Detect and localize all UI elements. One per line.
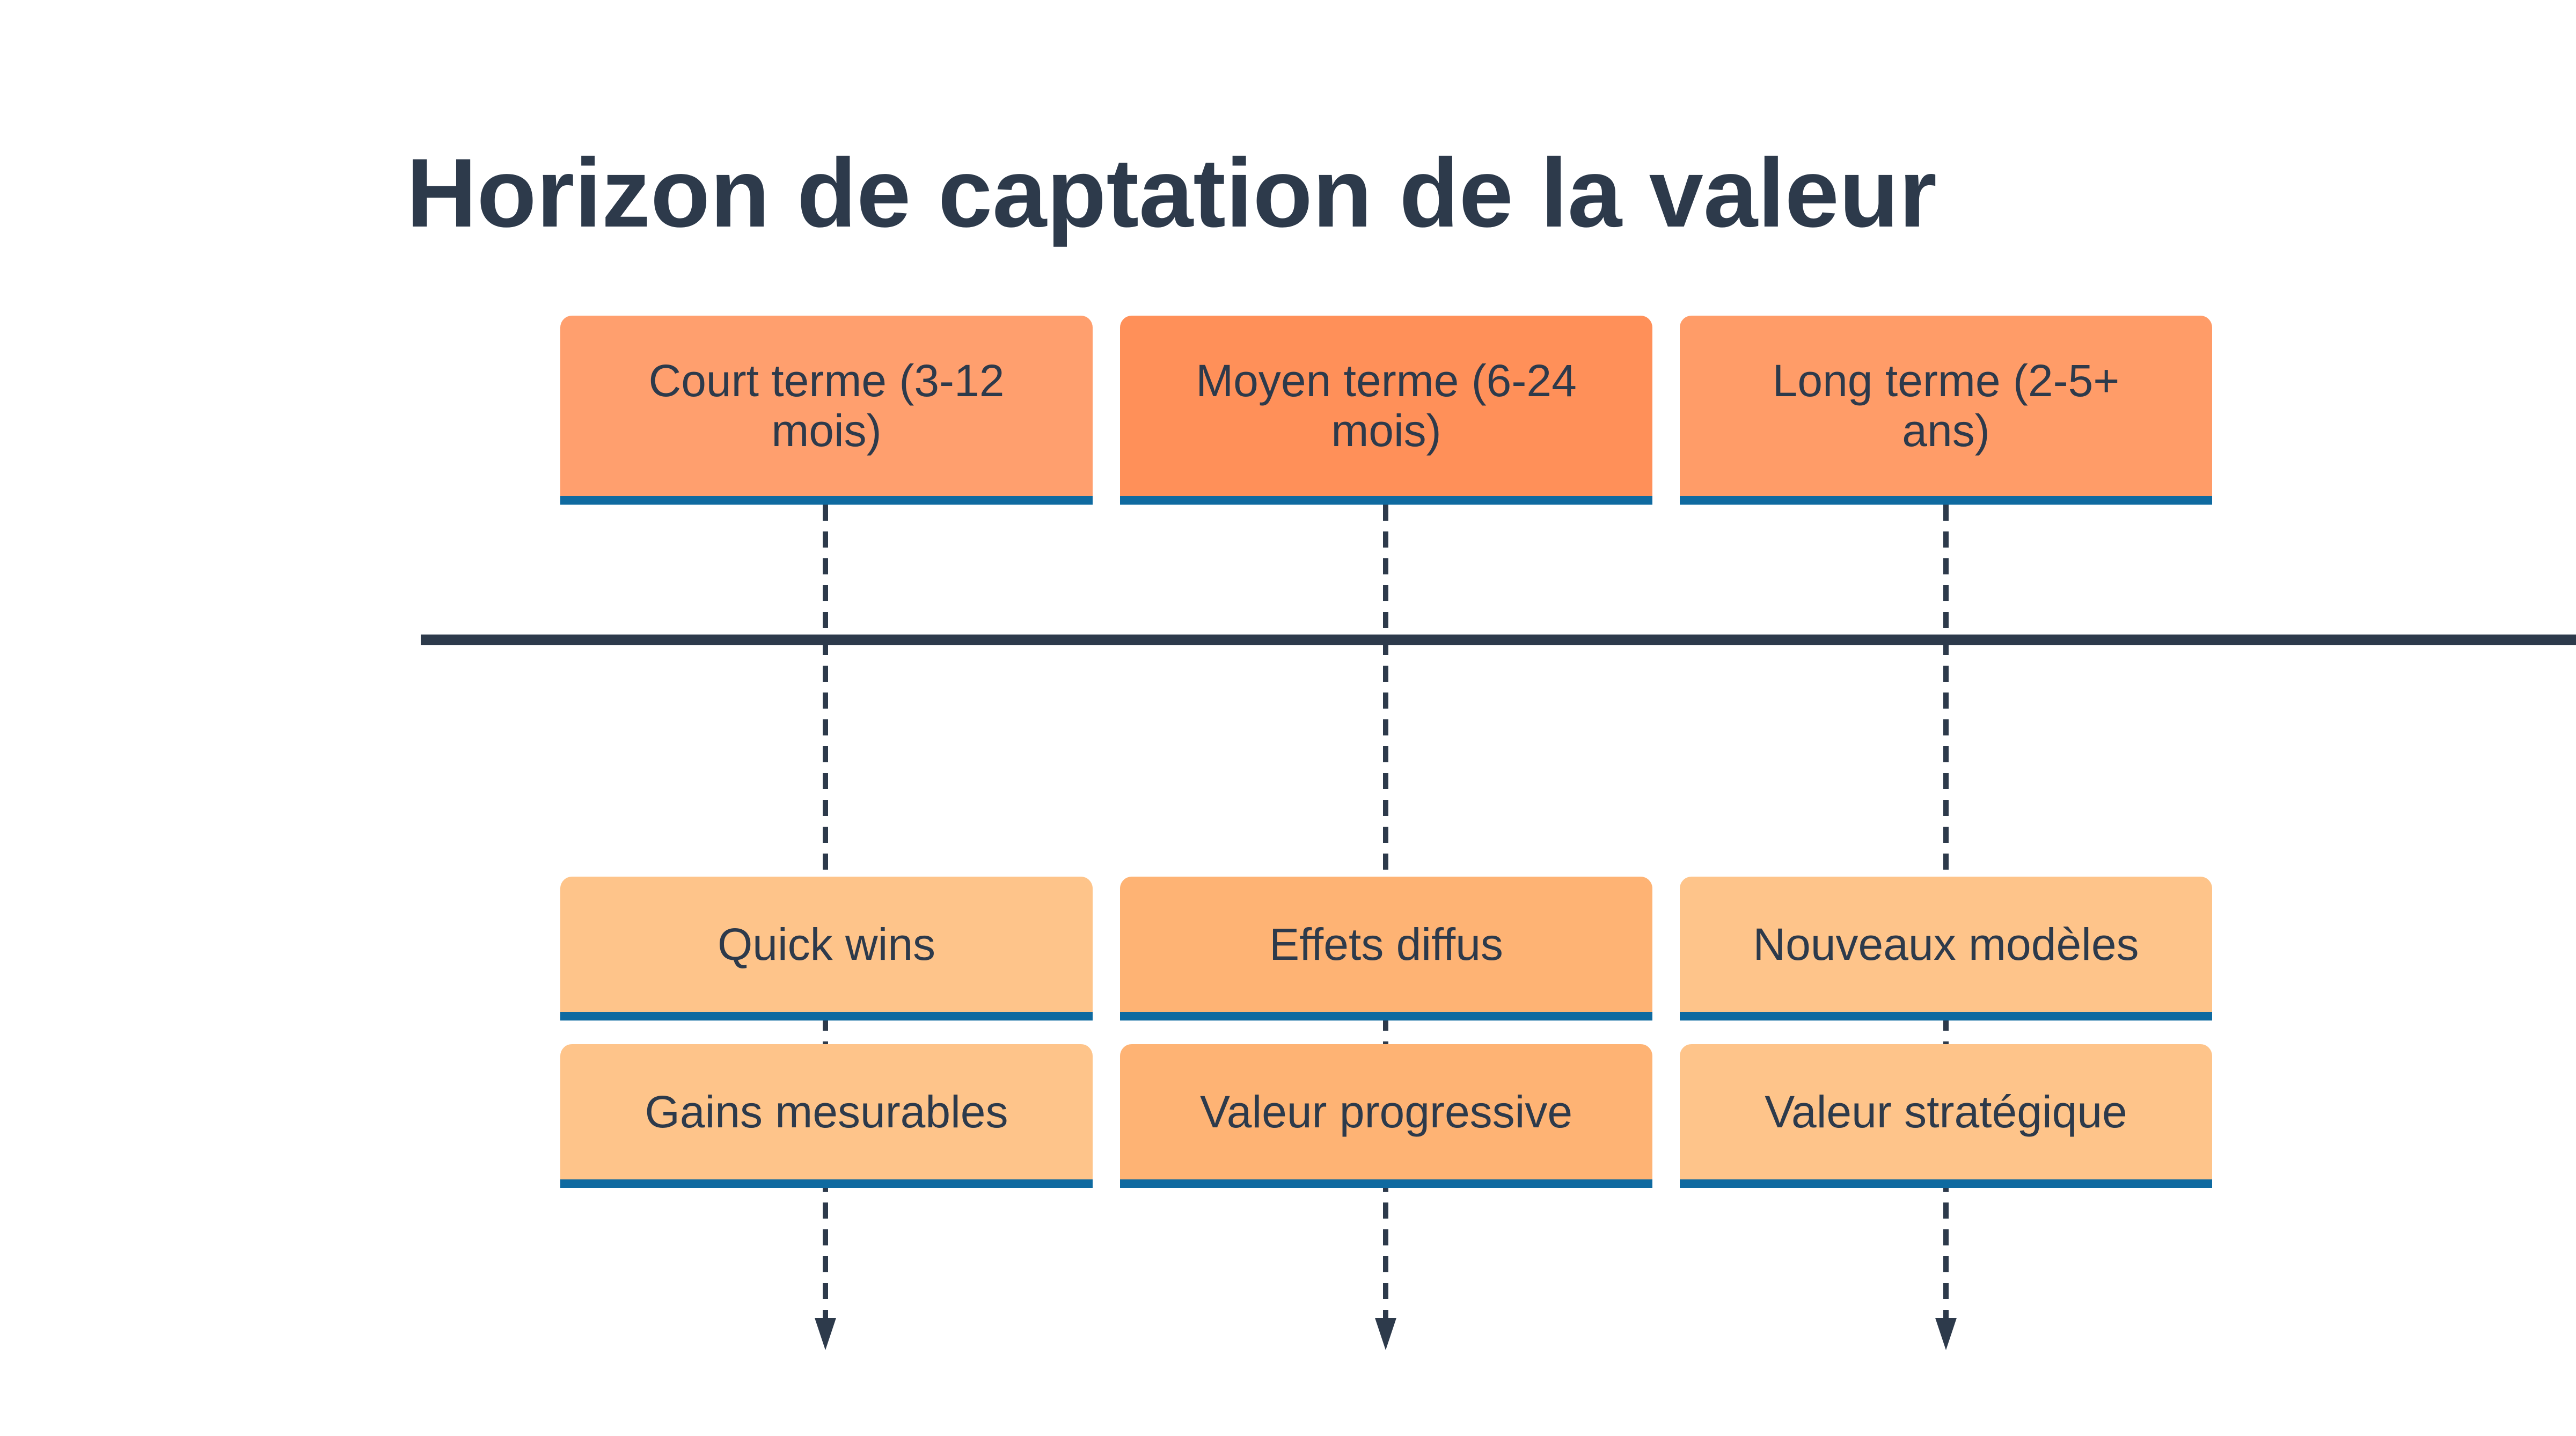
item-box: Effets diffus	[1120, 877, 1652, 1020]
item-label: Gains mesurables	[645, 1086, 1008, 1137]
item-box: Quick wins	[560, 877, 1093, 1020]
arrowhead-col1	[815, 1318, 836, 1350]
header-label: Long terme (2-5+ ans)	[1772, 355, 2120, 456]
header-long-terme: Long terme (2-5+ ans)	[1680, 316, 2212, 505]
item-box: Nouveaux modèles	[1680, 877, 2212, 1020]
header-court-terme: Court terme (3-12 mois)	[560, 316, 1093, 505]
header-label: Moyen terme (6-24 mois)	[1196, 355, 1577, 456]
item-box: Valeur stratégique	[1680, 1044, 2212, 1188]
arrowhead-col3	[1935, 1318, 1957, 1350]
item-label: Effets diffus	[1269, 919, 1503, 970]
item-box: Valeur progressive	[1120, 1044, 1652, 1188]
item-label: Valeur progressive	[1199, 1086, 1573, 1137]
diagram-title: Horizon de captation de la valeur	[406, 138, 1937, 247]
header-moyen-terme: Moyen terme (6-24 mois)	[1120, 316, 1652, 505]
item-label: Quick wins	[717, 919, 936, 970]
arrowhead-col2	[1375, 1318, 1396, 1350]
header-label: Court terme (3-12 mois)	[648, 355, 1005, 456]
item-box: Gains mesurables	[560, 1044, 1093, 1188]
item-label: Valeur stratégique	[1765, 1086, 2127, 1137]
item-label: Nouveaux modèles	[1753, 919, 2139, 970]
